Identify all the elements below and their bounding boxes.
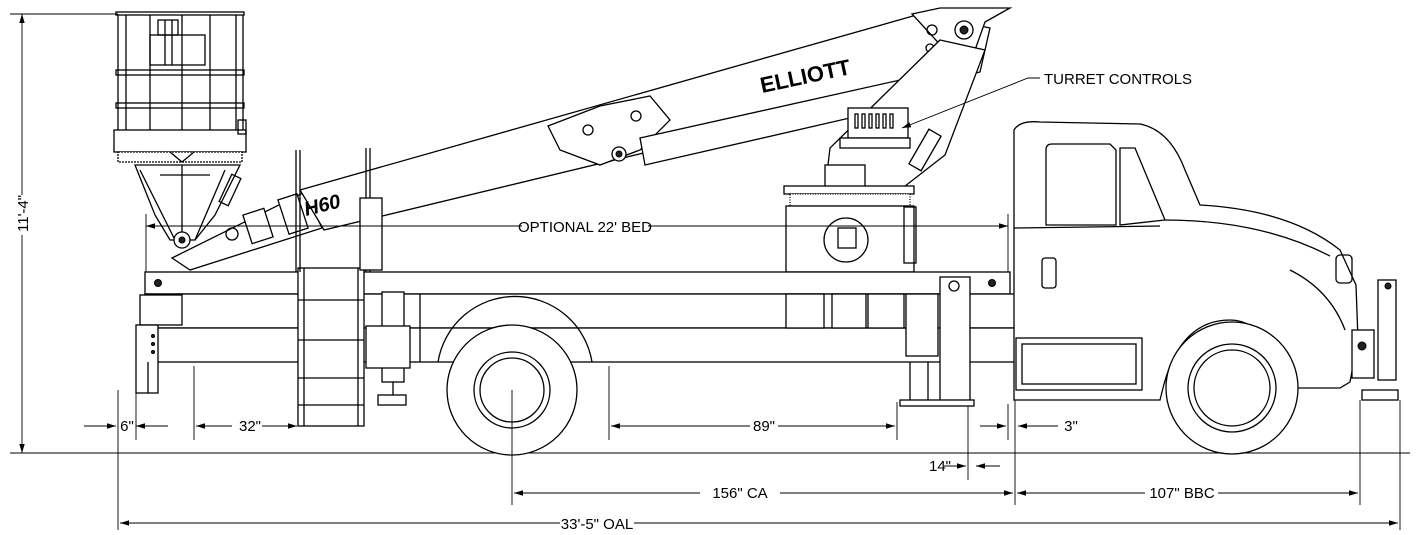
bumper-to-cab-label: 107" BBC bbox=[1149, 485, 1215, 502]
rear-overhang-label: 6" bbox=[120, 418, 134, 435]
height-label: 11'-4" bbox=[15, 195, 32, 232]
front-clearance-label: 3" bbox=[1064, 418, 1078, 435]
outrigger-to-cab-dimension: 14" bbox=[929, 406, 1000, 480]
optional-bed-label: OPTIONAL 22' BED bbox=[518, 219, 652, 236]
outrigger-spacing-dimension: 89" bbox=[608, 366, 898, 440]
overall-length-label: 33'-5" OAL bbox=[561, 516, 633, 533]
overall-length-dimension: 33'-5" OAL bbox=[120, 400, 1401, 533]
turret-controls-callout: TURRET CONTROLS bbox=[901, 71, 1192, 129]
platform-basket bbox=[113, 11, 247, 163]
cab-to-axle-dimension: 156" CA bbox=[511, 390, 1016, 505]
ladder-offset-dimension: 32" bbox=[193, 366, 297, 440]
front-wheel bbox=[1165, 321, 1299, 455]
platform-leveling-bracket bbox=[134, 164, 242, 249]
optional-bed-dimension: OPTIONAL 22' BED bbox=[145, 214, 1009, 272]
bumper-to-cab-dimension: 107" BBC bbox=[1017, 400, 1361, 505]
turret bbox=[783, 39, 986, 273]
truck-bed bbox=[135, 148, 1016, 427]
truck-cab bbox=[1013, 121, 1399, 401]
outrigger-spacing-label: 89" bbox=[753, 418, 775, 435]
front-clearance-dimension: 3" bbox=[980, 404, 1078, 440]
outrigger-to-cab-label: 14" bbox=[929, 458, 951, 475]
turret-controls-label: TURRET CONTROLS bbox=[1044, 71, 1192, 88]
height-dimension: 11'-4" bbox=[6, 14, 40, 453]
cab-to-axle-label: 156" CA bbox=[712, 485, 767, 502]
rear-overhang-dimension: 6" bbox=[84, 390, 168, 530]
ladder-offset-label: 32" bbox=[239, 418, 261, 435]
